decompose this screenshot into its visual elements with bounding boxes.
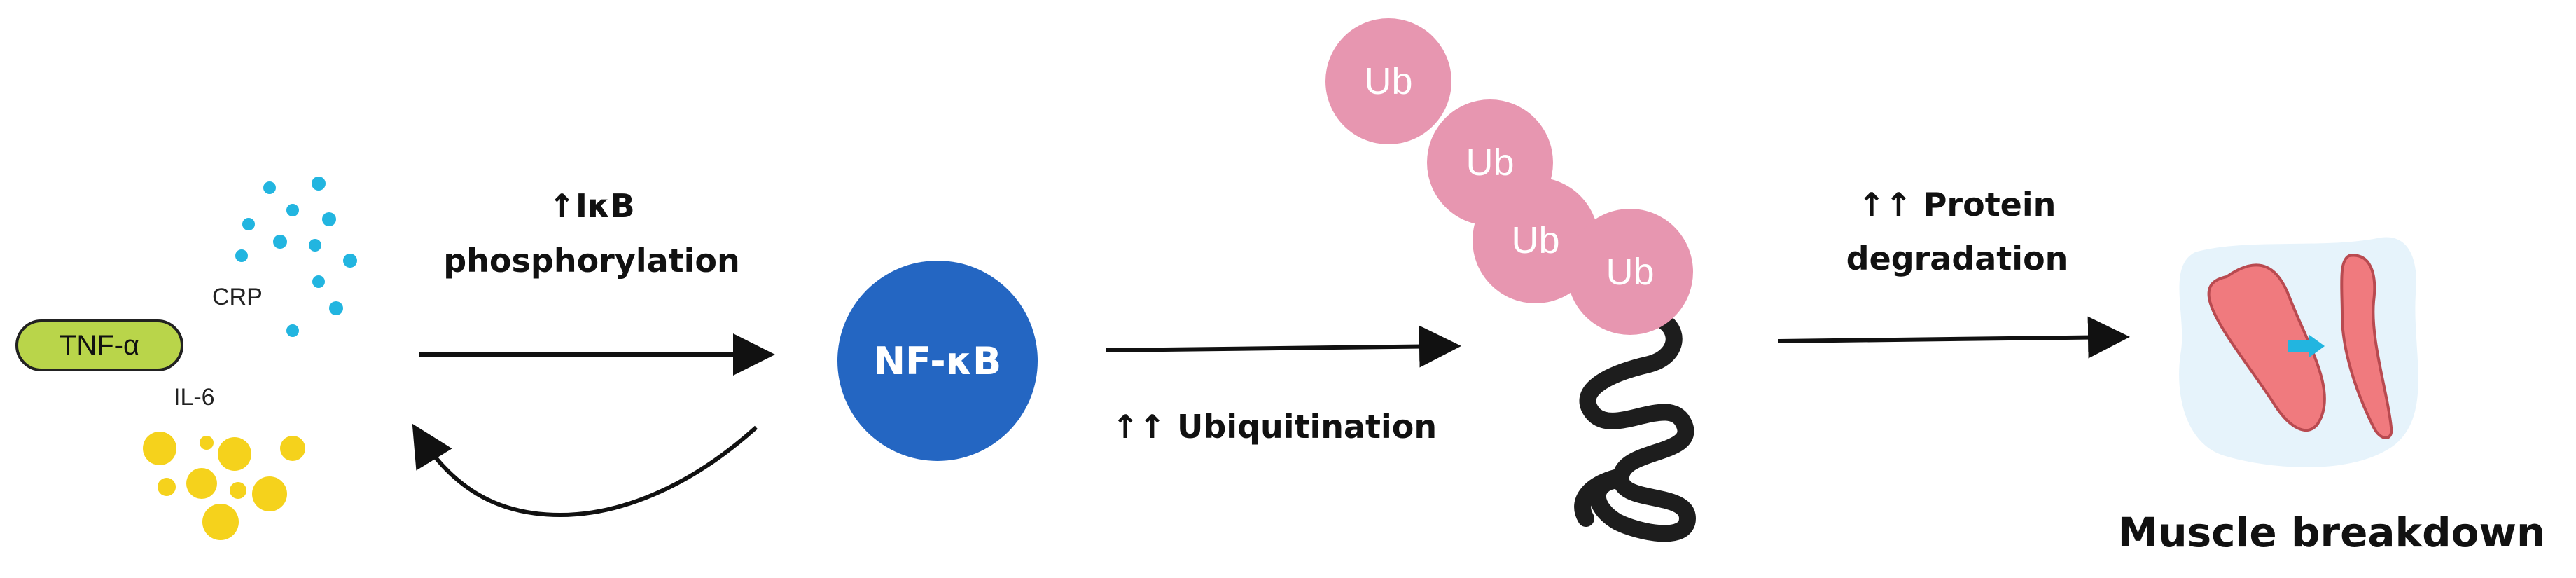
ikb-label-line1: ↑IκB [548,187,635,225]
ubiquitination-label: ↑↑ Ubiquitination [1111,408,1437,446]
ikb-label-line2: phosphorylation [443,242,740,280]
protein-chain-icon [1574,305,1696,542]
il6-label: IL-6 [174,384,215,411]
crp-dots [235,177,357,337]
ubiquitin-4: Ub [1567,209,1693,335]
ubiquitin-1: Ub [1325,18,1451,144]
nfkb-node: NF-κB [837,261,1038,461]
protein-label-line2: degradation [1846,240,2068,277]
il6-dots [143,432,305,540]
tnf-alpha-pill: TNF-α [15,319,183,371]
ubiquitination-arrow [1106,325,1461,368]
crp-label: CRP [212,284,263,310]
degradation-arrow [1778,316,2130,359]
protein-label-line1: ↑↑ Protein [1858,186,2056,223]
feedback-arrow [412,423,758,518]
muscle-icon [2179,237,2418,467]
muscle-breakdown-label: Muscle breakdown [2117,509,2546,556]
